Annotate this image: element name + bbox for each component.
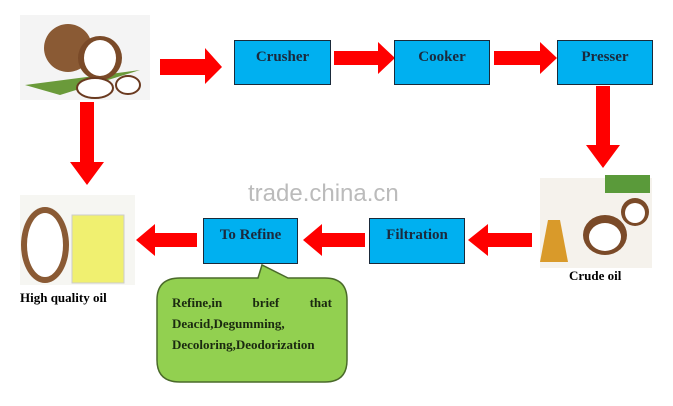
step-filtration: Filtration: [369, 218, 465, 264]
high-quality-oil-image: [20, 195, 135, 285]
arrow-down-right: [586, 86, 620, 168]
arrow-left-2: [303, 224, 365, 256]
callout-line-1: Refine,in brief that: [172, 295, 332, 310]
callout-line-2: Deacid,Degumming,: [172, 316, 285, 331]
crude-oil-label: Crude oil: [569, 268, 622, 283]
step-to-refine: To Refine: [203, 218, 298, 264]
callout-bubble: [156, 263, 348, 383]
watermark: trade.china.cn: [248, 180, 399, 207]
arrow-right-2: [334, 42, 395, 74]
crude-oil-image: [540, 175, 652, 268]
arrow-left-3: [136, 224, 197, 256]
arrow-right-3: [494, 42, 557, 74]
arrow-right-1: [160, 48, 222, 84]
coconut-image: [20, 15, 150, 100]
callout-line-3: Decoloring,Deodorization: [172, 337, 315, 352]
step-presser: Presser: [557, 40, 653, 85]
step-cooker: Cooker: [394, 40, 490, 85]
high-quality-oil-label: High quality oil: [20, 290, 107, 305]
callout-text: Refine,in brief that Deacid,Degumming, D…: [172, 292, 332, 355]
arrow-down-left: [70, 102, 104, 185]
step-crusher: Crusher: [234, 40, 331, 85]
arrow-left-1: [468, 224, 532, 256]
